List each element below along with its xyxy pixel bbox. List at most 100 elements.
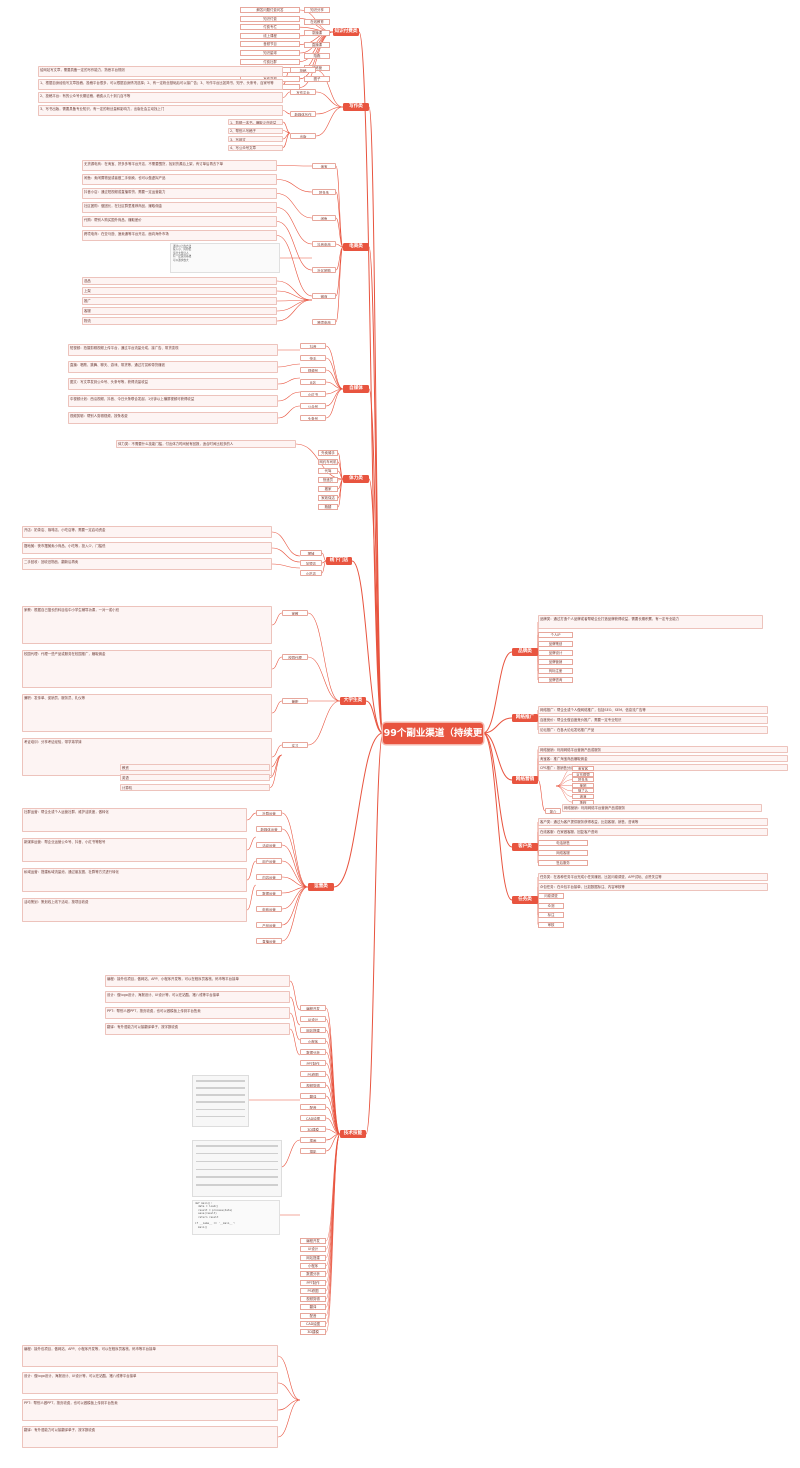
write-sub[interactable]: 出版 bbox=[290, 133, 316, 139]
ad-note[interactable]: 简介 bbox=[545, 808, 561, 814]
tech-tool[interactable]: 数据分析 bbox=[300, 1271, 326, 1278]
ecom-sub[interactable]: 淘宝 bbox=[312, 163, 336, 169]
self-sub[interactable]: 公众号 bbox=[300, 403, 326, 409]
know-item[interactable]: 音频节目 bbox=[240, 41, 300, 48]
ad-small[interactable]: 淘宝客 bbox=[572, 766, 594, 771]
ecom-sub[interactable]: 微商 bbox=[312, 293, 336, 299]
onl-small[interactable]: 小吃店 bbox=[300, 570, 322, 576]
tech-sub[interactable]: 网站搭建 bbox=[300, 1027, 326, 1033]
tech-tool[interactable]: UI设计 bbox=[300, 1246, 326, 1253]
category-c_onl[interactable]: 线下门店 bbox=[326, 557, 352, 565]
labor-item[interactable]: 外卖骑手 bbox=[318, 450, 338, 456]
tech-sub[interactable]: 3D建模 bbox=[300, 1126, 326, 1132]
tech-tool[interactable]: 小程序 bbox=[300, 1262, 326, 1269]
tech-tool[interactable]: 翻译 bbox=[300, 1304, 326, 1311]
mis-small[interactable]: 标注 bbox=[538, 912, 564, 918]
labor-item[interactable]: 快递员 bbox=[318, 477, 338, 483]
category-c_brand[interactable]: 品牌类 bbox=[512, 648, 538, 656]
ad-small[interactable]: 美团 bbox=[572, 782, 594, 788]
tech-tool[interactable]: 网站搭建 bbox=[300, 1254, 326, 1261]
ad-small[interactable]: 滴滴 bbox=[572, 794, 594, 799]
ops-sub[interactable]: 新媒体运营 bbox=[256, 826, 282, 832]
tech-sub[interactable]: 视频剪辑 bbox=[300, 1082, 326, 1088]
ops-sub[interactable]: 用户运营 bbox=[256, 858, 282, 864]
ad-small[interactable]: 饿了么 bbox=[572, 788, 594, 794]
tech-sub[interactable]: 摄影 bbox=[300, 1148, 326, 1154]
know-subitem[interactable]: 圈子 bbox=[304, 76, 330, 82]
category-c_mis[interactable]: 任务类 bbox=[512, 896, 538, 904]
tech-sub[interactable]: 配音 bbox=[300, 1104, 326, 1110]
know-subitem[interactable]: 录播课 bbox=[304, 30, 330, 36]
tech-sub[interactable]: 翻译 bbox=[300, 1093, 326, 1099]
know-item[interactable]: 线上课程 bbox=[240, 32, 300, 39]
tech-tool[interactable]: 编程开发 bbox=[300, 1238, 326, 1244]
ops-sub[interactable]: 电商运营 bbox=[256, 906, 282, 912]
know-item[interactable]: 知识星球 bbox=[240, 50, 300, 56]
labor-item[interactable]: 代驾 bbox=[318, 468, 338, 474]
tech-sub[interactable]: 编程开发 bbox=[300, 1005, 326, 1011]
ops-sub[interactable]: 内容运营 bbox=[256, 874, 282, 880]
tech-sub[interactable]: 插画 bbox=[300, 1137, 326, 1143]
category-c_pr[interactable]: 网络推广 bbox=[512, 714, 538, 722]
stu-sub[interactable]: 实习 bbox=[282, 742, 308, 748]
tech-sub[interactable]: 数据分析 bbox=[300, 1049, 326, 1055]
mis-small[interactable]: 问卷调查 bbox=[538, 893, 564, 899]
write-sub[interactable]: 写作平台 bbox=[290, 89, 316, 95]
onl-small[interactable]: 摆摊 bbox=[300, 550, 322, 556]
labor-item[interactable]: 跑腿 bbox=[318, 504, 338, 510]
stu-sub[interactable]: 校园代理 bbox=[282, 654, 308, 660]
ecom-sub[interactable]: 抖音电商 bbox=[312, 241, 336, 247]
tech-tool[interactable]: CAD绘图 bbox=[300, 1321, 326, 1327]
tech-tool[interactable]: 配音 bbox=[300, 1312, 326, 1319]
brand-item[interactable]: 品牌咨询 bbox=[538, 677, 573, 683]
category-c_know[interactable]: 知识付费类 bbox=[333, 28, 359, 36]
tech-sub[interactable]: CAD绘图 bbox=[300, 1115, 326, 1121]
ecom-sub[interactable]: 拼多多 bbox=[312, 189, 336, 195]
know-item[interactable]: 付费专栏 bbox=[240, 24, 300, 31]
tech-tool[interactable]: 3D建模 bbox=[300, 1329, 326, 1336]
ops-sub[interactable]: 社群运营 bbox=[256, 810, 282, 816]
labor-item[interactable]: 搬家 bbox=[318, 486, 338, 492]
tech-tool[interactable]: 视频剪辑 bbox=[300, 1296, 326, 1303]
tech-sub[interactable]: PPT制作 bbox=[300, 1060, 326, 1066]
ad-small[interactable]: 京东联盟 bbox=[572, 771, 594, 777]
category-c_labor[interactable]: 体力类 bbox=[343, 475, 369, 483]
self-sub[interactable]: 小红书 bbox=[300, 391, 326, 397]
mis-small[interactable]: 审核 bbox=[538, 921, 564, 928]
ecom-sub[interactable]: 闲鱼 bbox=[312, 215, 336, 221]
self-sub[interactable]: 头条号 bbox=[300, 415, 326, 421]
tech-sub[interactable]: 小程序 bbox=[300, 1038, 326, 1044]
know-subitem[interactable]: 陪跑 bbox=[304, 53, 330, 59]
brand-item[interactable]: 商标注册 bbox=[538, 668, 573, 674]
ad-small[interactable]: 拼多多 bbox=[572, 777, 594, 783]
self-sub[interactable]: 快手 bbox=[300, 355, 326, 361]
write-sub[interactable]: 新媒体写作 bbox=[290, 111, 316, 117]
know-item[interactable]: 知识付费 bbox=[240, 15, 300, 22]
ops-sub[interactable]: 数据运营 bbox=[256, 890, 282, 896]
ops-sub[interactable]: 产品运营 bbox=[256, 922, 282, 928]
know-subitem[interactable]: 直播课 bbox=[304, 41, 330, 48]
category-c_ecom[interactable]: 电商类 bbox=[343, 243, 369, 251]
labor-item[interactable]: 网约车司机 bbox=[318, 459, 338, 465]
brand-item[interactable]: 品牌营销 bbox=[538, 659, 573, 665]
know-item[interactable]: 付费社群 bbox=[240, 58, 300, 65]
know-subitem[interactable]: 在线教育 bbox=[304, 18, 330, 25]
onl-small[interactable]: 加盟店 bbox=[300, 560, 322, 566]
cust-small[interactable]: 电话销售 bbox=[538, 840, 588, 846]
category-c_ops[interactable]: 运营类 bbox=[308, 883, 334, 891]
tech-sub[interactable]: PS修图 bbox=[300, 1071, 326, 1077]
brand-item[interactable]: 品牌策划 bbox=[538, 641, 573, 647]
tech-tool[interactable]: PPT制作 bbox=[300, 1279, 326, 1286]
write-sub[interactable]: 投稿 bbox=[290, 67, 316, 73]
cust-small[interactable]: 网络客服 bbox=[538, 850, 588, 856]
stu-sub[interactable]: 家教 bbox=[282, 610, 308, 616]
cust-small[interactable]: 售后服务 bbox=[538, 860, 588, 866]
tech-tool[interactable]: PS修图 bbox=[300, 1287, 326, 1294]
category-c_cust[interactable]: 客户类 bbox=[512, 843, 538, 851]
stu-sub[interactable]: 兼职 bbox=[282, 698, 308, 704]
category-c_stu[interactable]: 大学生类 bbox=[340, 697, 366, 705]
ecom-sub[interactable]: 跨境电商 bbox=[312, 319, 336, 325]
brand-item[interactable]: 品牌设计 bbox=[538, 650, 573, 656]
category-c_ad[interactable]: 网络营销 bbox=[512, 776, 538, 784]
category-c_tech[interactable]: 技术技能 bbox=[340, 1130, 366, 1138]
